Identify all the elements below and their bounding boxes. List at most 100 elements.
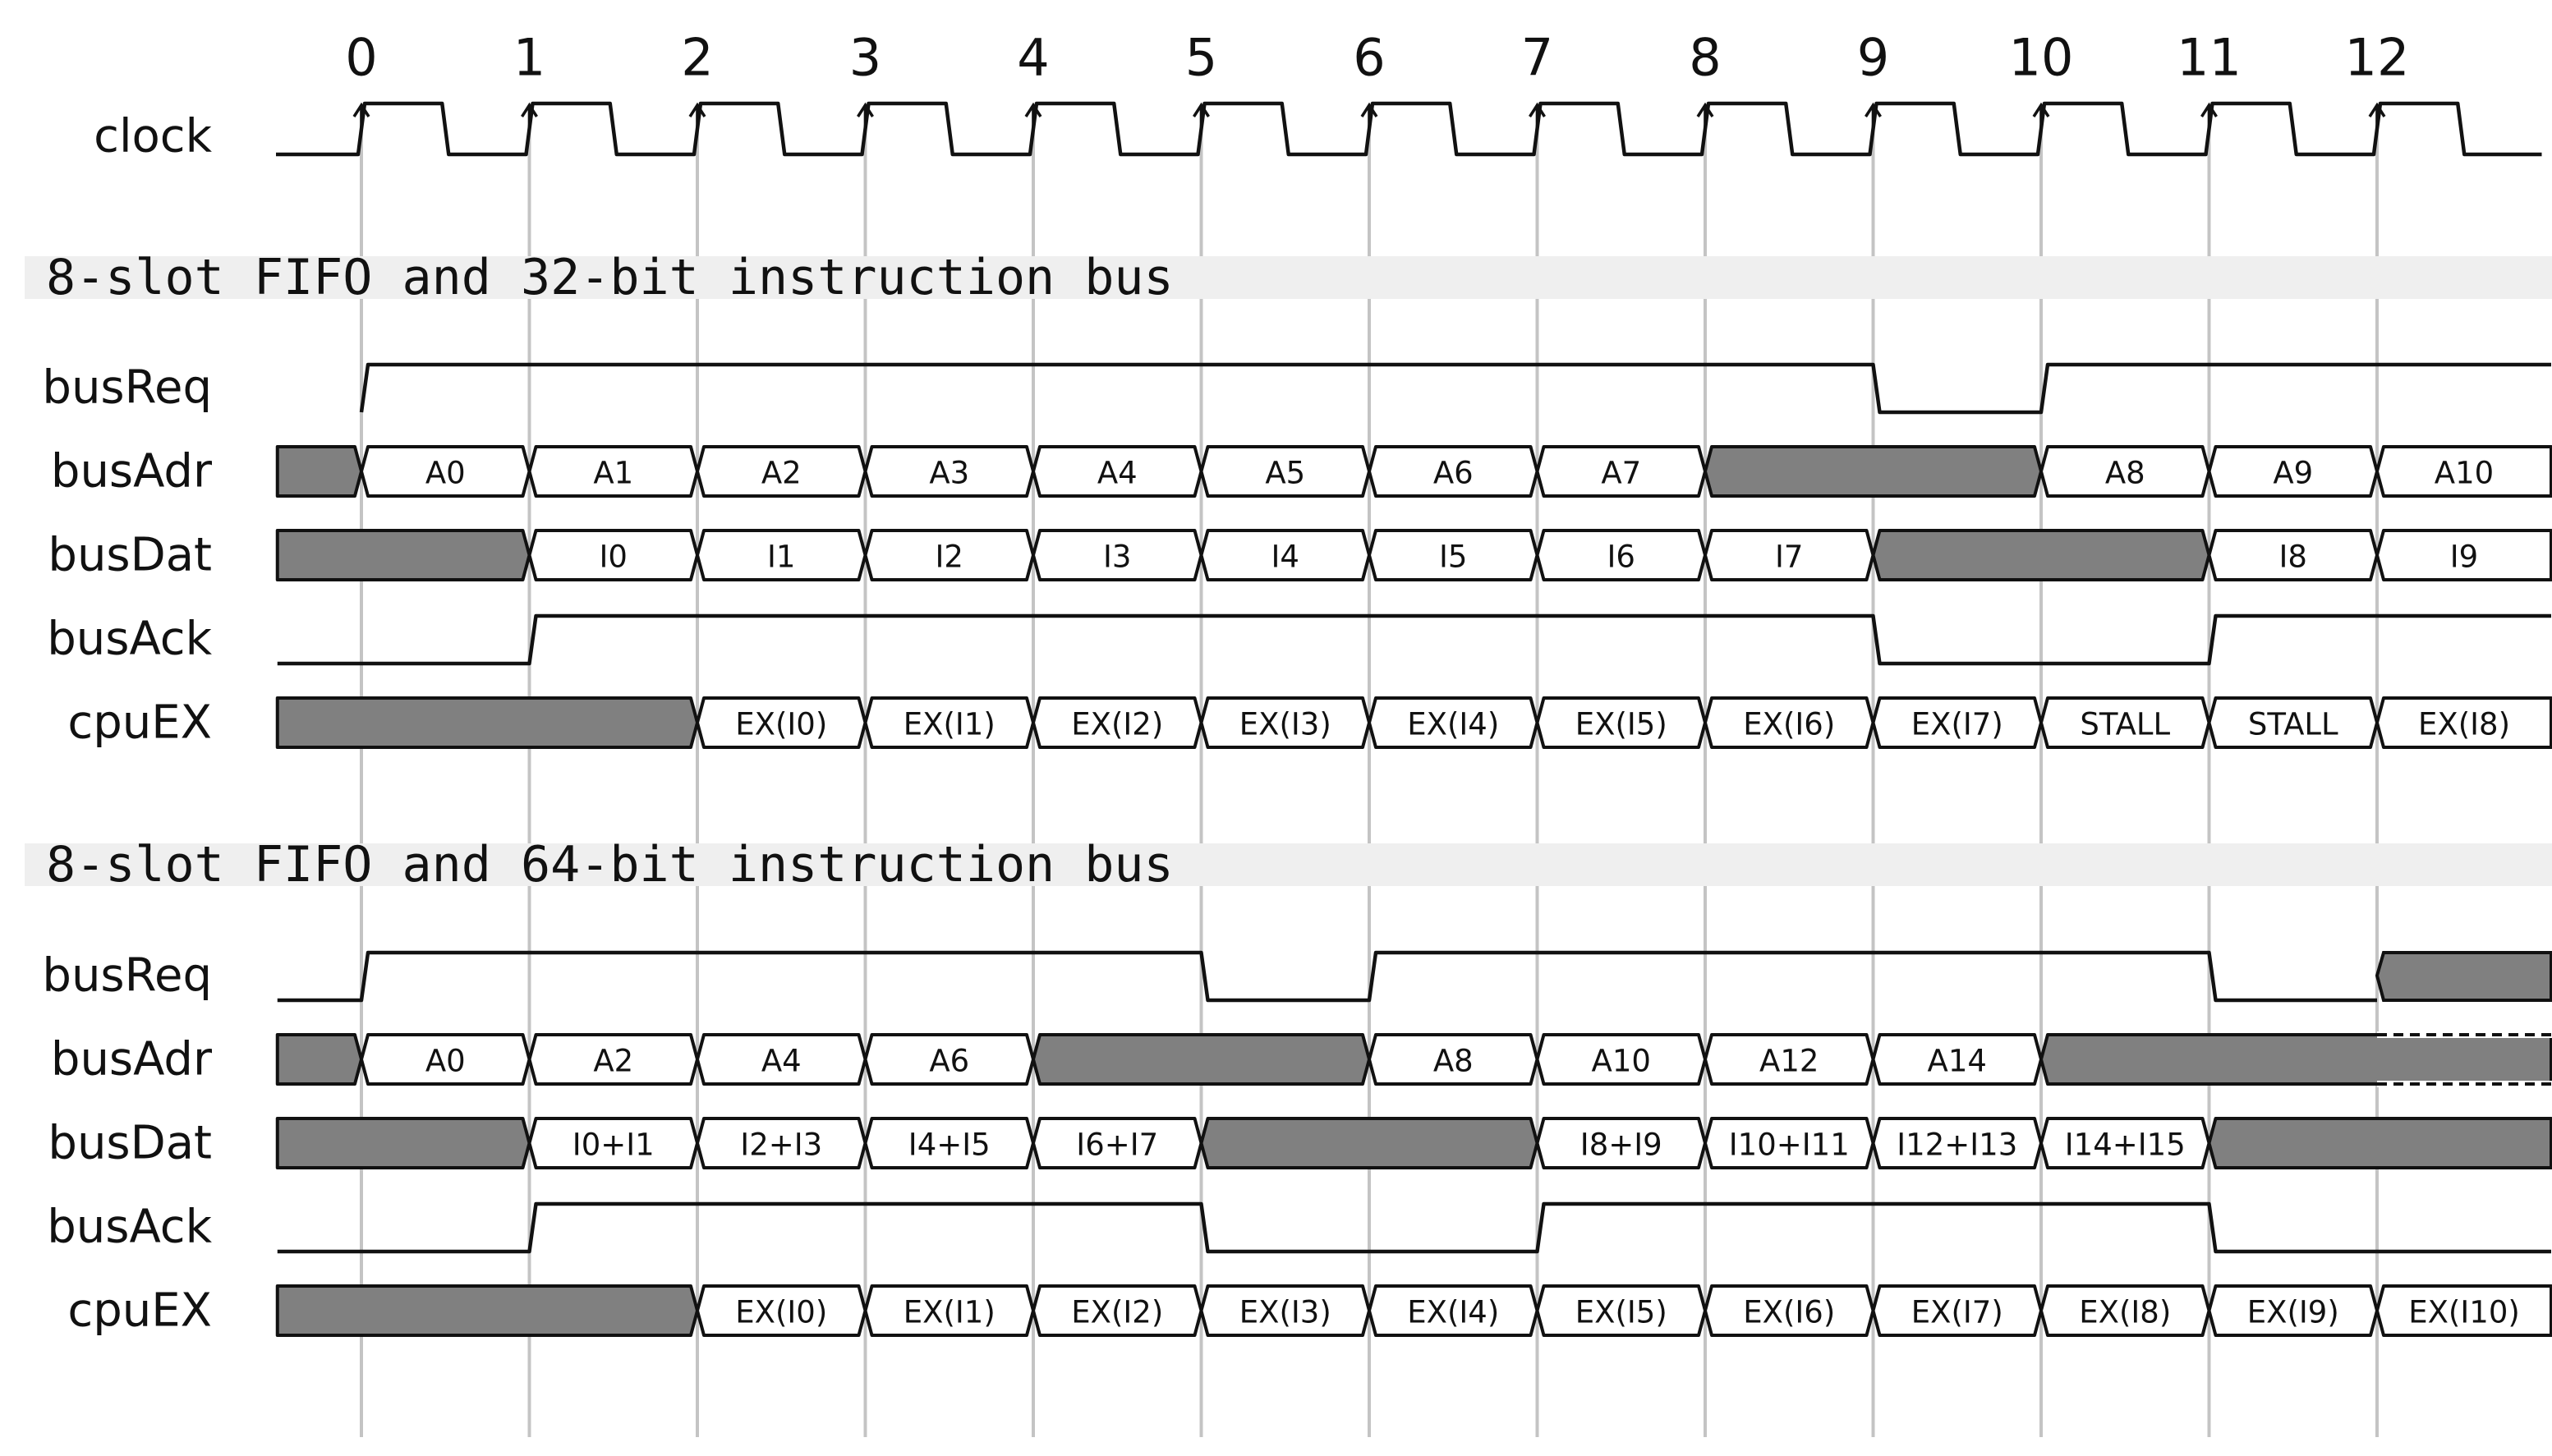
- bus-cell: [1032, 445, 1203, 498]
- waveform: [359, 362, 2551, 415]
- rising-edge-arrow: [352, 102, 370, 128]
- signal-label-busdat: busDat: [48, 529, 212, 582]
- waveform: [277, 613, 2551, 666]
- bus-value: EX(I4): [1407, 707, 1499, 742]
- bus-cell: [1535, 1033, 1707, 1086]
- bus-cell: [2039, 696, 2211, 749]
- signal-label-busdat: busDat: [48, 1117, 212, 1170]
- bus-cell: [2039, 1284, 2211, 1337]
- bus-value: I8: [2279, 540, 2307, 575]
- bus-cell: [360, 1033, 531, 1086]
- bus-cell: [1535, 1117, 1707, 1169]
- tick-label-8: 8: [1689, 28, 1721, 88]
- bus-value: I8+I9: [1580, 1128, 1662, 1163]
- rising-edge-arrow: [1193, 102, 1210, 128]
- bus-value: A8: [1433, 1044, 1474, 1079]
- bus-value: I5: [1439, 540, 1467, 575]
- waveform: [277, 950, 2377, 1003]
- rising-edge-arrow: [1529, 102, 1546, 128]
- bus-cell: [1871, 1284, 2043, 1337]
- waveform: [277, 1201, 2551, 1254]
- bus-cell: [360, 445, 531, 498]
- bus-value: EX(I4): [1407, 1295, 1499, 1330]
- bus-value: EX(I2): [1071, 1295, 1163, 1330]
- bus-value: I3: [1103, 540, 1131, 575]
- bus-cell: [1535, 529, 1707, 581]
- bus-value: A4: [1097, 456, 1138, 491]
- tick-label-2: 2: [681, 28, 713, 88]
- undefined-segment: [1032, 1033, 1371, 1086]
- rising-edge-arrow: [2032, 102, 2050, 128]
- bus-value: I2: [936, 540, 963, 575]
- undefined-segment: [2039, 1033, 2552, 1086]
- tick-label-6: 6: [1353, 28, 1385, 88]
- tick-label-4: 4: [1017, 28, 1049, 88]
- rising-edge-arrow: [1696, 102, 1714, 128]
- bus-value: A6: [929, 1044, 969, 1079]
- bus-cell: [2039, 1117, 2211, 1169]
- bus-value: EX(I8): [2079, 1295, 2171, 1330]
- bus-cell: [863, 696, 1035, 749]
- tick-label-11: 11: [2177, 28, 2242, 88]
- bus-cell: [1704, 696, 1875, 749]
- rising-edge-arrow: [2368, 102, 2386, 128]
- signal-label-busreq: busReq: [42, 949, 212, 1003]
- undefined-segment: [275, 445, 363, 498]
- bus-value: I2+I3: [740, 1128, 822, 1163]
- rising-edge-arrow: [1024, 102, 1042, 128]
- bus-cell: [1368, 529, 1539, 581]
- bus-cell: [527, 445, 699, 498]
- bus-cell: [696, 1033, 867, 1086]
- undefined-segment: [1199, 1117, 1539, 1169]
- rising-edge-arrow: [1865, 102, 1882, 128]
- bus-cell: [1368, 1033, 1539, 1086]
- bus-cell: [2207, 445, 2379, 498]
- bus-cell: [1704, 1033, 1875, 1086]
- bus-cell: [696, 696, 867, 749]
- section-bands: 8-slot FIFO and 32-bit instruction bus8-…: [25, 249, 2552, 893]
- signal-label-busack: busAck: [47, 613, 212, 666]
- bus-value: EX(I6): [1743, 707, 1835, 742]
- bus-cell: [1199, 445, 1371, 498]
- bus-value: EX(I9): [2247, 1295, 2339, 1330]
- bus-value: I6+I7: [1076, 1128, 1158, 1163]
- bus-value: EX(I3): [1239, 1295, 1331, 1330]
- clock-gridlines: [360, 105, 2379, 1437]
- bus-cell: [863, 445, 1035, 498]
- bus-cell: [1535, 1284, 1707, 1337]
- undefined-segment: [275, 1117, 531, 1169]
- bus-cell: [863, 1284, 1035, 1337]
- signal-label-clock: clock: [94, 110, 212, 163]
- bus-value: EX(I1): [904, 1295, 996, 1330]
- rising-edge-arrow: [1360, 102, 1378, 128]
- tick-label-10: 10: [2009, 28, 2074, 88]
- bus-value: STALL: [2080, 707, 2170, 742]
- bus-value: I0: [600, 540, 628, 575]
- bus-value: A4: [761, 1044, 802, 1079]
- bus-cell: [1032, 529, 1203, 581]
- bus-value: EX(I6): [1743, 1295, 1835, 1330]
- bus-value: A7: [1601, 456, 1641, 491]
- bus-value: EX(I0): [735, 1295, 827, 1330]
- undefined-segment: [2207, 1117, 2552, 1169]
- bus-value: I9: [2450, 540, 2478, 575]
- bus-cell: [2375, 696, 2552, 749]
- bus-cell: [2207, 1284, 2379, 1337]
- bus-cell: [1199, 1284, 1371, 1337]
- bus-value: A10: [2435, 456, 2494, 491]
- undefined-segment: [275, 696, 699, 749]
- bus-cell: [527, 529, 699, 581]
- tick-label-5: 5: [1185, 28, 1217, 88]
- bus-cell: [1032, 696, 1203, 749]
- bus-value: A2: [593, 1044, 633, 1079]
- bus-cell: [696, 445, 867, 498]
- bus-cell: [863, 529, 1035, 581]
- tick-label-0: 0: [345, 28, 377, 88]
- bus-cell: [1704, 529, 1875, 581]
- bus-value: A10: [1592, 1044, 1651, 1079]
